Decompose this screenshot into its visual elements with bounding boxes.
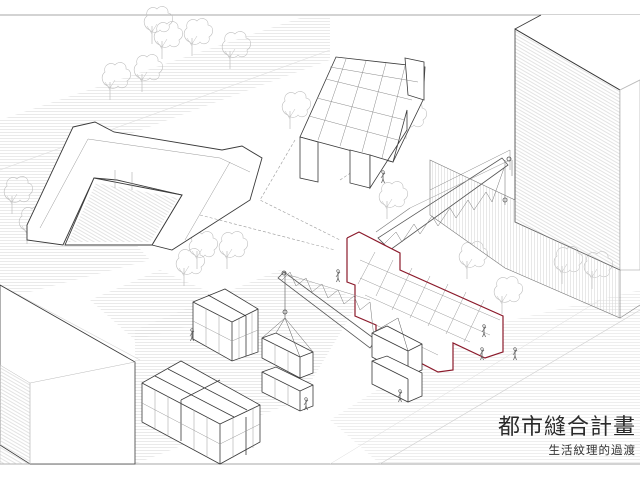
courtyard-building	[26, 121, 263, 251]
module-ground	[261, 366, 314, 412]
title-block: 都市縫合計畫 生活紋理的過渡	[498, 414, 636, 458]
left-block	[0, 284, 136, 465]
module-stack-upper	[192, 288, 259, 362]
module-stack-large	[141, 360, 261, 465]
highlight-outline	[346, 231, 504, 373]
module-lifted	[261, 317, 314, 379]
tower-block	[429, 14, 640, 319]
title-subtitle: 生活紋理的過渡	[548, 443, 636, 457]
existing-grid-building	[299, 56, 426, 190]
highlighted-grid-building	[346, 231, 504, 373]
module-near-building	[371, 317, 423, 403]
title-main: 都市縫合計畫	[497, 415, 636, 440]
